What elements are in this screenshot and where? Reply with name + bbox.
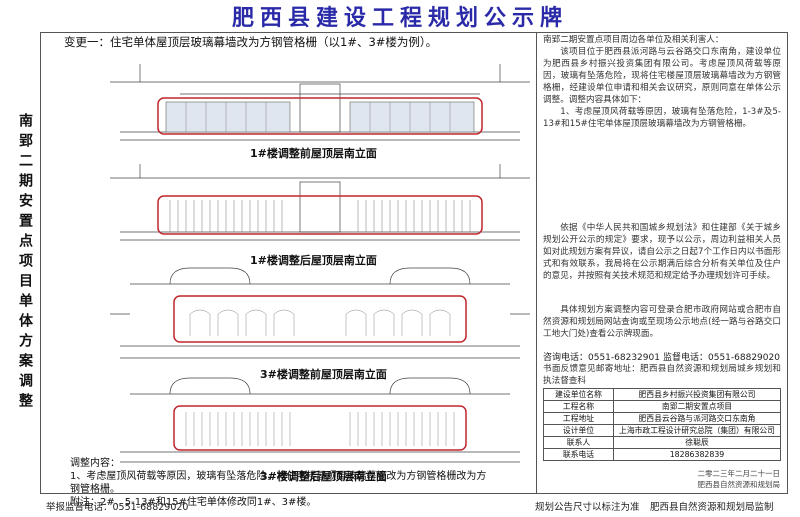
elevation-drawing <box>120 377 520 463</box>
table-row: 设计单位上海市政工程设计研究总院（集团）有限公司 <box>543 424 781 437</box>
elevation-caption: 1#楼调整后屋顶层南立面 <box>250 254 377 267</box>
adjustment-notes: 调整内容： 1、考虑屋顶风荷载等原因，玻璃有坠落危险，将住宅楼屋顶层玻璃幕墙改为… <box>70 457 490 509</box>
change-title: 变更一：住宅单体屋顶层玻璃幕墙改为方钢管格栅（以1#、3#楼为例）。 <box>64 35 438 49</box>
announcement-date: 二零二三年二月二十一日 <box>697 469 781 478</box>
side-title-panel: 南郢二期安置点项目单体方案调整 <box>10 32 40 494</box>
notes-line: 1、考虑屋顶风荷载等原因，玻璃有坠落危险，将住宅楼屋顶层玻璃幕墙改为方钢管格栅改… <box>70 471 487 495</box>
notes-heading: 调整内容： <box>70 458 120 469</box>
table-row: 工程名称南郢二期安置点项目 <box>543 400 781 413</box>
size-note: 规划公告尺寸以标注为准 <box>535 501 640 513</box>
elevation-drawing <box>110 64 530 141</box>
elevation-3-after: 3#楼调整后屋顶层南立面 <box>100 368 540 483</box>
elevation-1-before: 1#楼调整前屋顶层南立面 <box>100 54 540 160</box>
intro-text: 南郢二期安置点项目周边各单位及相关利害人： <box>543 35 724 45</box>
table-row: 建设单位名称肥西县乡村振兴投资集团有限公司 <box>543 388 781 401</box>
table-row: 联系人徐聪辰 <box>543 436 781 449</box>
footer-bar: 举报监督电话：0551-68829020 规划公告尺寸以标注为准 肥西县自然资源… <box>40 494 788 517</box>
page-title: 肥西县建设工程规划公示牌 <box>231 6 568 31</box>
elevation-caption: 3#楼调整前屋顶层南立面 <box>260 368 387 381</box>
elevation-1-after: 1#楼调整后屋顶层南立面 <box>100 160 540 267</box>
paragraph-1: 该项目位于肥西县派河路与云谷路交口东南角，建设单位为肥西县乡村振兴投资集团有限公… <box>543 47 781 105</box>
elevation-drawing <box>110 164 530 241</box>
side-title: 南郢二期安置点项目单体方案调整 <box>17 113 33 413</box>
supervisor: 肥西县自然资源和规划局监制 <box>650 501 774 513</box>
supervise-phone: 监督电话：0551-68829020 <box>663 353 780 363</box>
drawing-panel: 变更一：住宅单体屋顶层玻璃幕墙改为方钢管格栅（以1#、3#楼为例）。 1#楼调整 <box>40 32 540 508</box>
paragraph-4: 具体规划方案调整内容可登录合肥市政府网站或合肥市自然资源和规划局网站查询或至现场… <box>543 305 781 339</box>
notes-line: 附注：2#、5-13#和15#住宅单体修改同1#、3#楼。 <box>70 497 317 508</box>
project-info-table: 建设单位名称肥西县乡村振兴投资集团有限公司 工程名称南郢二期安置点项目 工程地址… <box>543 388 781 461</box>
report-phone: 举报监督电话：0551-68829020 <box>46 501 189 513</box>
announcement-org: 肥西县自然资源和规划局 <box>697 480 781 489</box>
mail-address: 书面反馈意见邮寄地址：肥西县自然资源和规划局城乡规划和执法督查科 <box>543 364 781 386</box>
elevation-3-before: 3#楼调整前屋顶层南立面 <box>100 254 540 381</box>
announcement-panel: 南郢二期安置点项目周边各单位及相关利害人： 该项目位于肥西县派河路与云谷路交口东… <box>537 32 788 494</box>
elevation-caption: 1#楼调整前屋顶层南立面 <box>250 147 377 160</box>
elevation-caption: 3#楼调整后屋顶层南立面 <box>260 470 387 483</box>
table-row: 工程地址肥西县云谷路与派河路交口东南角 <box>543 412 781 425</box>
paragraph-2: 1、考虑屋顶风荷载等原因，玻璃有坠落危险，1-3#及5-13#和15#住宅单体屋… <box>543 107 781 129</box>
title-bar: 肥西县建设工程规划公示牌 <box>0 0 800 32</box>
board-frame <box>40 32 788 494</box>
paragraph-3: 依据《中华人民共和国城乡规划法》和住建部《关于城乡规划公开公示的规定》要求，现予… <box>543 223 781 281</box>
consult-phone: 咨询电话：0551-68232901 <box>543 353 660 363</box>
elevation-drawing <box>110 267 530 359</box>
